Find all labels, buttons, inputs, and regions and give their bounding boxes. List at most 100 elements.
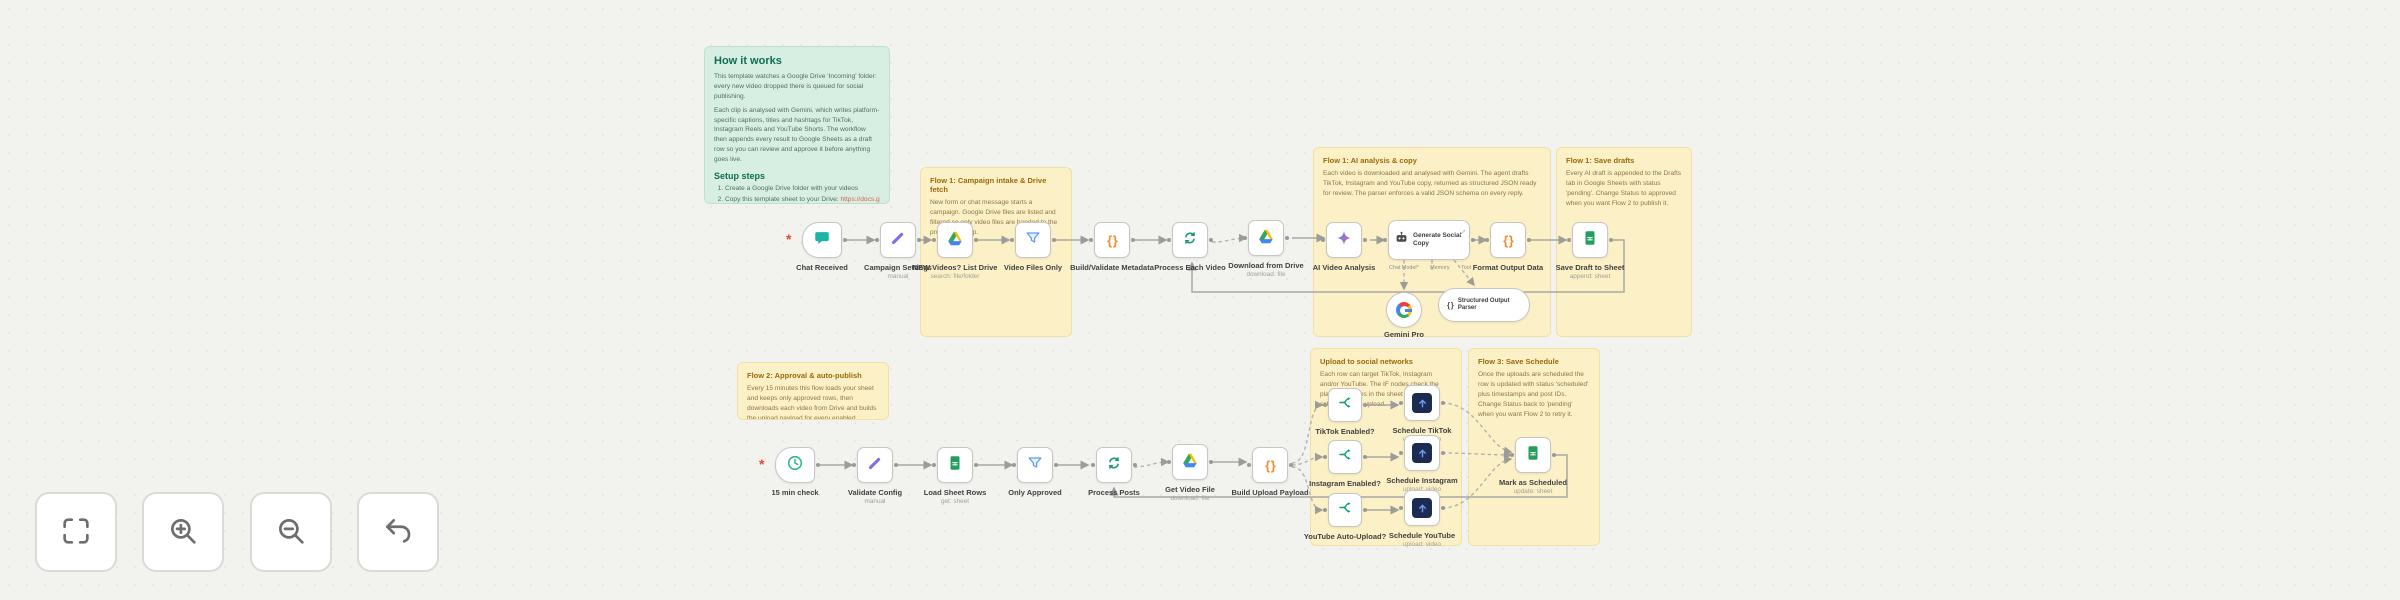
node-sublabel: upload: video bbox=[1402, 541, 1442, 549]
node-sublabel: search: file/folder bbox=[930, 273, 980, 281]
branch-if-icon bbox=[1337, 446, 1354, 468]
note-paragraph: Each clip is analysed with Gemini, which… bbox=[714, 106, 880, 164]
node-build-upload-payload[interactable]: { } Build Upload Payload bbox=[1231, 447, 1309, 497]
port-label-chat-model: Chat Model* bbox=[1389, 265, 1419, 271]
node-schedule-tiktok[interactable]: Schedule TikTokupload: video bbox=[1393, 385, 1451, 443]
node-label: Schedule TikTok bbox=[1392, 426, 1452, 435]
node-schedule-trigger[interactable]: 15 min check bbox=[771, 447, 820, 497]
google-drive-icon bbox=[1257, 227, 1275, 250]
magnifier-minus-icon bbox=[274, 514, 308, 551]
node-label: Schedule YouTube bbox=[1388, 531, 1456, 540]
note-subtitle: Setup steps bbox=[714, 171, 766, 182]
node-label: Get Video File bbox=[1165, 485, 1215, 494]
google-sheets-icon bbox=[1581, 229, 1599, 252]
filter-icon bbox=[1026, 454, 1044, 477]
template-sheet-link[interactable]: https://docs.google.com/spreadsheets/…/c… bbox=[840, 196, 880, 204]
loop-icon bbox=[1105, 454, 1123, 477]
branch-if-icon bbox=[1337, 394, 1354, 416]
google-drive-icon bbox=[1181, 451, 1199, 474]
node-loop-posts[interactable]: Process Posts bbox=[1088, 447, 1140, 497]
pencil-icon bbox=[866, 454, 884, 477]
robot-icon bbox=[1394, 230, 1409, 250]
note-title: Flow 1: AI analysis & copy bbox=[1323, 156, 1417, 165]
filter-icon bbox=[1024, 229, 1042, 252]
node-build-metadata[interactable]: { } Build/Validate Metadata bbox=[1070, 222, 1154, 272]
node-gemini-chat-model[interactable]: Gemini Pro bbox=[1384, 292, 1424, 339]
node-sublabel: download: file bbox=[1170, 495, 1210, 503]
node-sublabel: get: sheet bbox=[940, 498, 970, 506]
note-title: Flow 1: Save drafts bbox=[1566, 156, 1635, 165]
node-label: Build/Validate Metadata bbox=[1070, 263, 1154, 272]
google-sheets-icon bbox=[946, 454, 964, 477]
node-if-instagram[interactable]: Instagram Enabled? bbox=[1309, 440, 1381, 488]
node-label: Build Upload Payload bbox=[1231, 488, 1309, 497]
node-if-tiktok[interactable]: TikTok Enabled? bbox=[1315, 388, 1375, 436]
note-body: Every AI draft is appended to the Drafts… bbox=[1566, 170, 1682, 207]
note-title: Flow 3: Save Schedule bbox=[1478, 357, 1559, 366]
note-paragraph: This template watches a Google Drive 'In… bbox=[714, 73, 877, 100]
zoom-to-fit-button[interactable] bbox=[35, 492, 117, 572]
google-g-icon bbox=[1396, 302, 1412, 318]
zoom-in-button[interactable] bbox=[142, 492, 224, 572]
node-label: Load Sheet Rows bbox=[923, 488, 987, 497]
setup-steps-list: Create a Google Drive folder with your v… bbox=[714, 184, 880, 204]
magnifier-plus-icon bbox=[166, 514, 200, 551]
node-sublabel: append: sheet bbox=[1569, 273, 1611, 281]
node-generate-social-copy-agent[interactable]: Generate Social Copy Chat Model* Memory … bbox=[1383, 220, 1475, 271]
node-label: Chat Received bbox=[796, 263, 848, 272]
node-label: Generate Social Copy bbox=[1413, 232, 1462, 247]
node-only-approved[interactable]: Only Approved bbox=[1008, 447, 1062, 497]
node-sublabel: update: sheet bbox=[1513, 488, 1553, 496]
node-label: Structured Output Parser bbox=[1457, 297, 1510, 311]
node-label: Campaign Settings bbox=[864, 263, 932, 272]
branch-if-icon bbox=[1337, 499, 1354, 521]
node-label: Only Approved bbox=[1008, 488, 1062, 497]
node-sublabel: download: file bbox=[1246, 271, 1286, 279]
zoom-out-button[interactable] bbox=[250, 492, 332, 572]
required-credential-marker: * bbox=[786, 231, 792, 247]
node-video-filter[interactable]: Video Files Only bbox=[1004, 222, 1062, 272]
node-structured-output-parser[interactable]: { } Structured Output Parser bbox=[1438, 288, 1530, 322]
node-chat-trigger[interactable]: Chat Received bbox=[796, 222, 848, 272]
gemini-icon bbox=[1335, 229, 1353, 252]
note-title: Flow 1: Campaign intake & Drive fetch bbox=[930, 176, 1047, 194]
node-label: Video Files Only bbox=[1003, 263, 1063, 272]
undo-arrow-icon bbox=[381, 514, 415, 551]
clock-icon bbox=[786, 454, 804, 477]
node-loop-videos[interactable]: Process Each Video bbox=[1154, 222, 1226, 272]
node-label: Format Output Data bbox=[1472, 263, 1544, 272]
port-label-memory: Memory bbox=[1430, 265, 1450, 271]
google-sheets-icon bbox=[1524, 444, 1542, 467]
node-label: NEW Videos? List Drive bbox=[912, 263, 998, 272]
note-body: Once the uploads are scheduled the row i… bbox=[1478, 371, 1589, 418]
node-label: YouTube Auto-Upload? bbox=[1303, 532, 1387, 541]
code-icon: { } bbox=[1265, 457, 1276, 473]
frame-corners-icon bbox=[59, 514, 93, 551]
google-drive-icon bbox=[946, 229, 964, 252]
node-label: Save Draft to Sheet bbox=[1555, 263, 1625, 272]
chat-icon bbox=[813, 229, 831, 252]
sticky-note-flow2[interactable]: Flow 2: Approval & auto-publish Every 15… bbox=[737, 362, 889, 420]
node-ai-analysis[interactable]: AI Video Analysis bbox=[1313, 222, 1375, 272]
braces-icon: { } bbox=[1447, 300, 1454, 310]
wand-icon bbox=[1459, 223, 1466, 236]
node-label: AI Video Analysis bbox=[1312, 263, 1376, 272]
setup-step: Create a Google Drive folder with your v… bbox=[725, 184, 880, 194]
reset-zoom-button[interactable] bbox=[357, 492, 439, 572]
node-if-youtube[interactable]: YouTube Auto-Upload? bbox=[1304, 493, 1386, 541]
node-format-output[interactable]: { } Format Output Data bbox=[1473, 222, 1543, 272]
note-title: Upload to social networks bbox=[1320, 357, 1413, 366]
node-sublabel: manual bbox=[864, 498, 886, 506]
node-label: Gemini Pro bbox=[1383, 330, 1424, 339]
sticky-note-how-it-works[interactable]: How it works This template watches a Goo… bbox=[704, 46, 890, 204]
node-schedule-instagram[interactable]: Schedule Instagramupload: video bbox=[1386, 435, 1458, 493]
